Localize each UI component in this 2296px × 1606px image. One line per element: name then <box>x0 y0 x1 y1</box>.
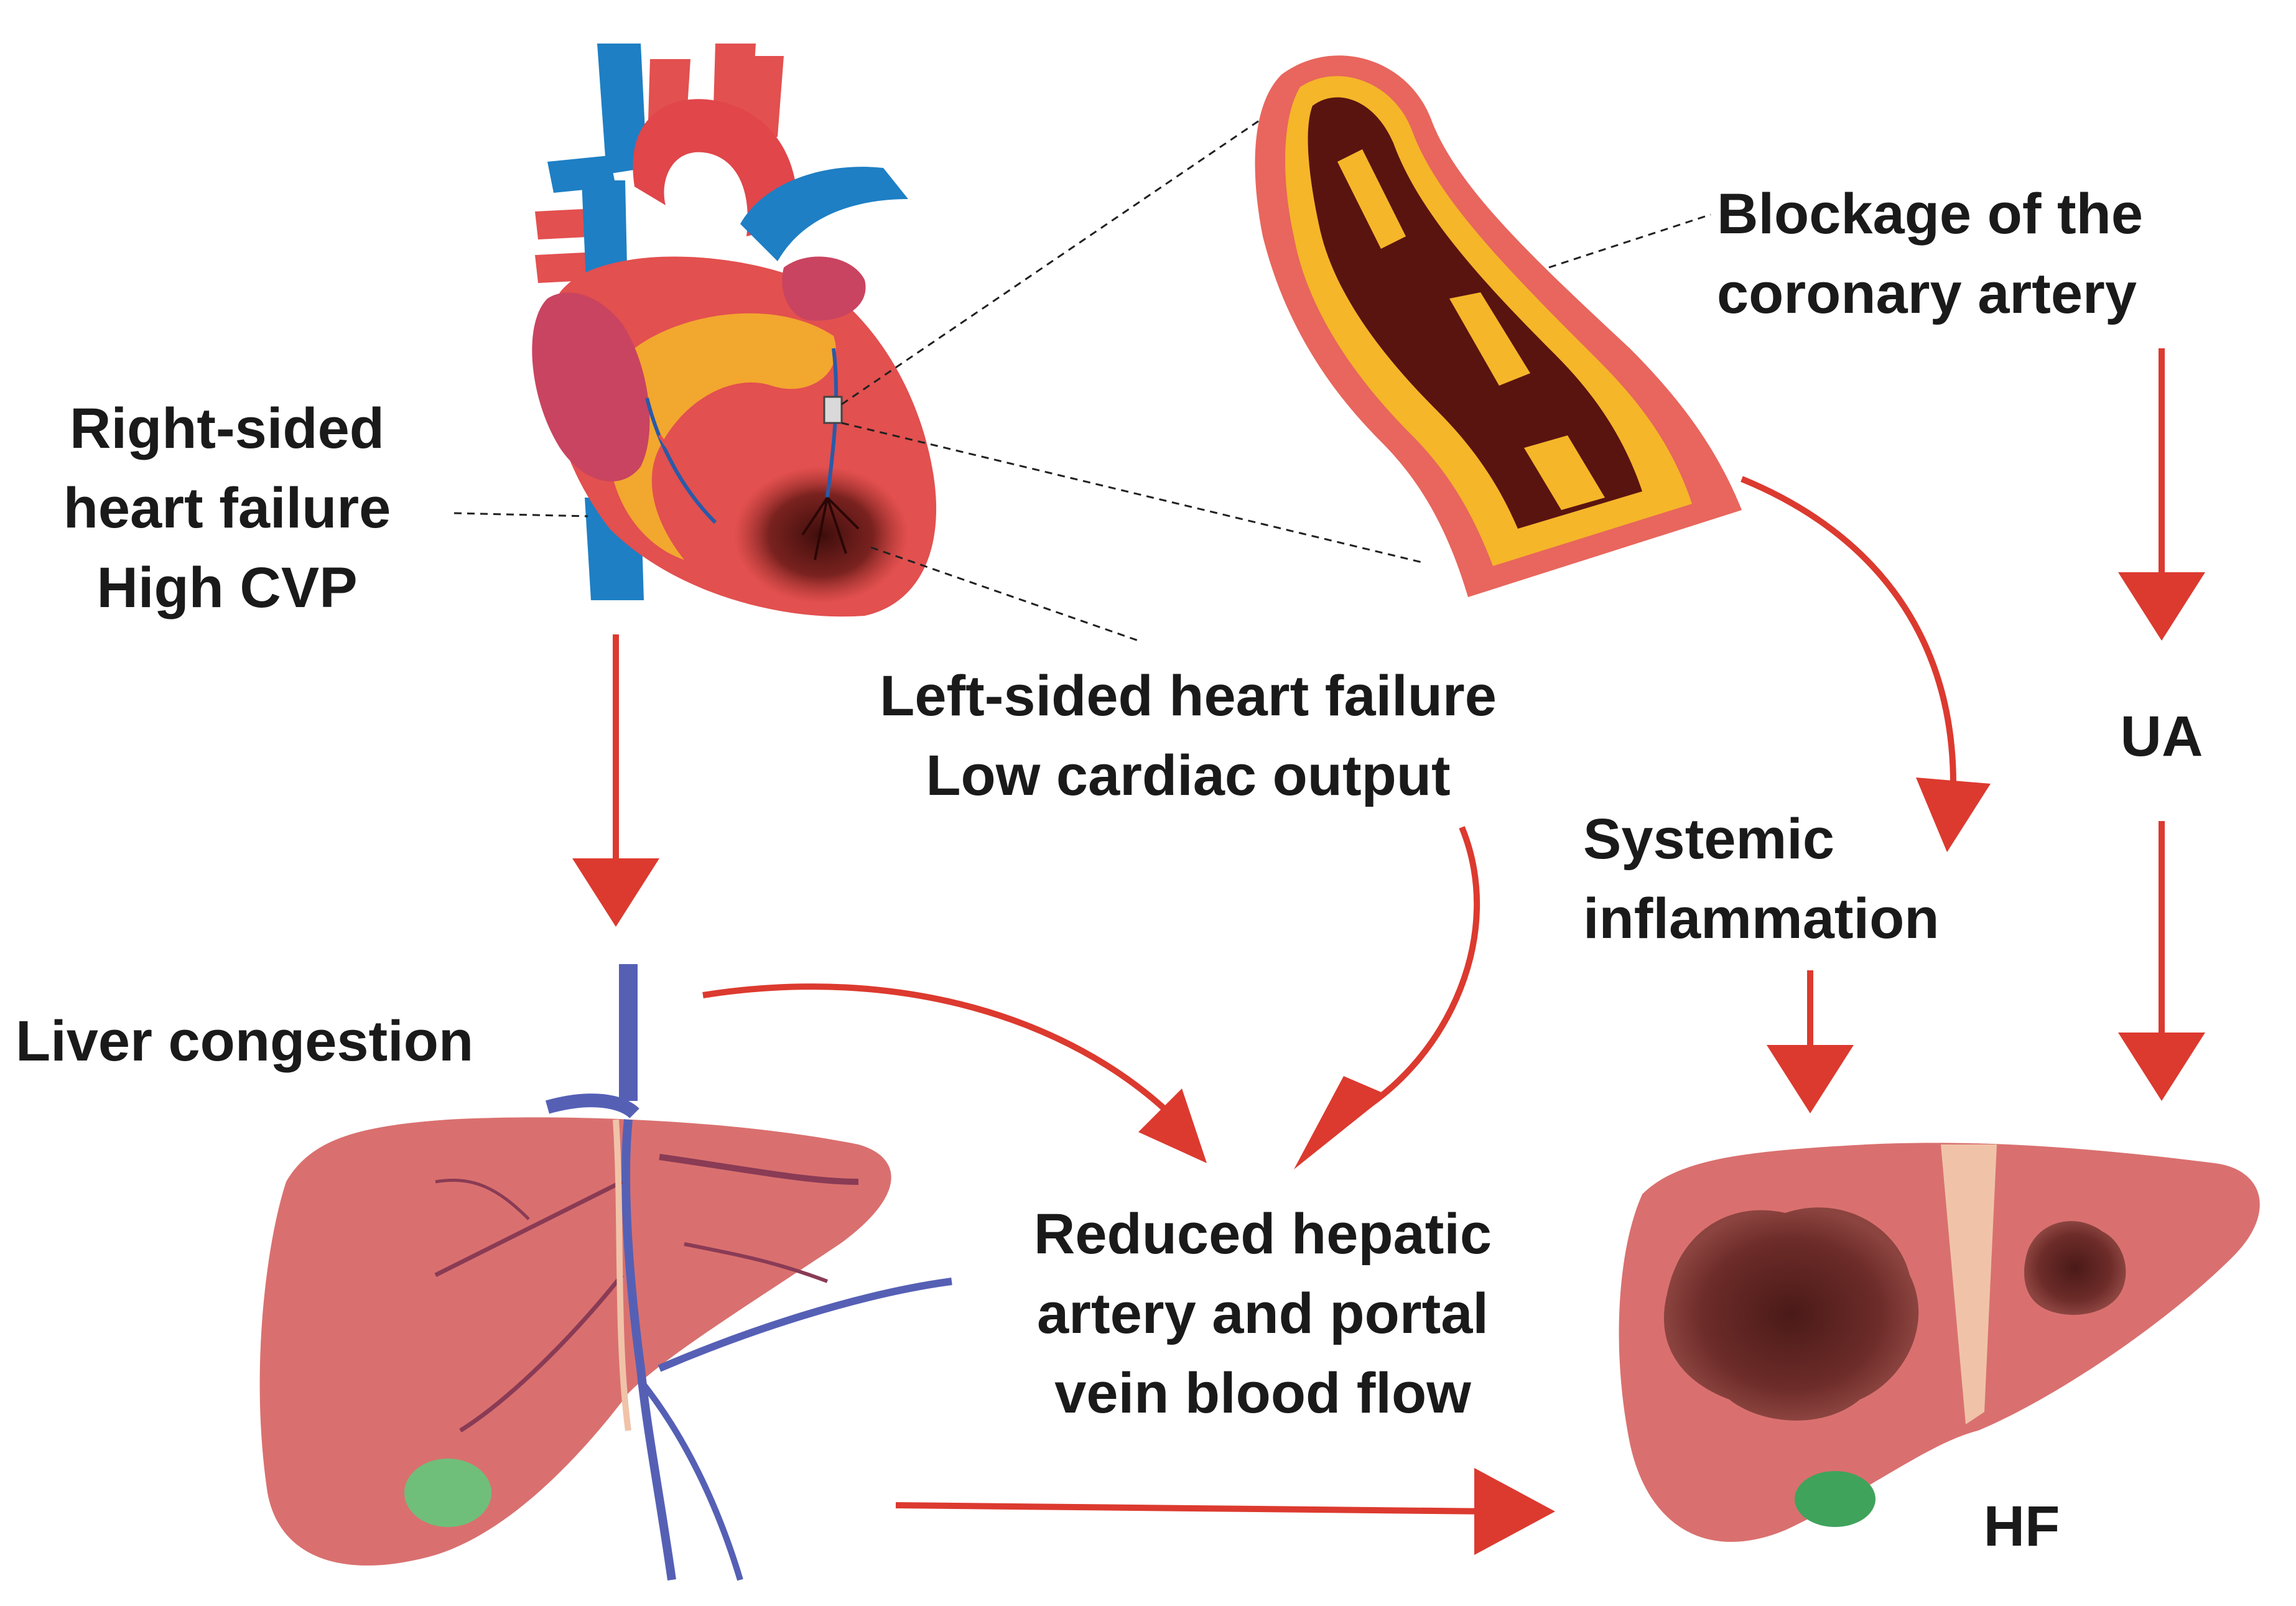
arrow-artery-to-systemic-inflammation <box>1741 476 1991 852</box>
label-liver-congestion: Liver congestion <box>16 1001 563 1081</box>
label-line: UA <box>2120 705 2203 768</box>
label-line: coronary artery <box>1717 262 2137 325</box>
label-line: Low cardiac output <box>926 744 1451 807</box>
damaged-liver-icon <box>1619 1143 2260 1542</box>
label-line: Left-sided heart failure <box>880 664 1497 728</box>
label-blockage-coronary-artery: Blockage of the coronary artery <box>1717 174 2264 333</box>
arrow-ua-to-hf <box>2118 821 2205 1101</box>
label-line: inflammation <box>1583 887 1940 950</box>
arrow-heart-to-liver-congestion <box>572 634 659 927</box>
label-ua: UA <box>2078 697 2246 776</box>
label-hf: HF <box>1959 1487 2084 1566</box>
label-line: heart failure <box>63 476 391 540</box>
label-right-sided-heart-failure: Right-sided heart failure High CVP <box>19 389 435 628</box>
arrow-reduced-flow-to-hf <box>895 1468 1555 1555</box>
label-line: High CVP <box>96 556 358 620</box>
label-line: Blockage of the <box>1717 182 2144 246</box>
label-line: vein blood flow <box>1054 1362 1471 1425</box>
label-systemic-inflammation: Systemic inflammation <box>1583 799 2056 958</box>
arrow-low-output-to-reduced-flow <box>1294 826 1480 1169</box>
label-line: artery and portal <box>1037 1282 1489 1345</box>
arrow-blockage-to-ua <box>2118 348 2205 641</box>
label-reduced-hepatic-flow: Reduced hepatic artery and portal vein b… <box>964 1194 1561 1433</box>
label-line: HF <box>1983 1495 2060 1558</box>
arrows <box>572 348 2205 1555</box>
arrow-inflammation-to-hf <box>1767 970 1854 1113</box>
label-line: Systemic <box>1583 807 1835 871</box>
coronary-artery-icon <box>1255 55 1742 597</box>
arrow-liver-congestion-to-reduced-flow <box>702 983 1207 1163</box>
label-line: Right-sided <box>70 397 384 460</box>
label-left-sided-heart-failure: Left-sided heart failure Low cardiac out… <box>771 656 1605 815</box>
label-line: Liver congestion <box>16 1010 474 1073</box>
label-line: Reduced hepatic <box>1033 1202 1492 1266</box>
congested-liver-icon <box>259 964 952 1581</box>
heart-icon <box>532 44 937 617</box>
connector-lines <box>453 117 1711 642</box>
